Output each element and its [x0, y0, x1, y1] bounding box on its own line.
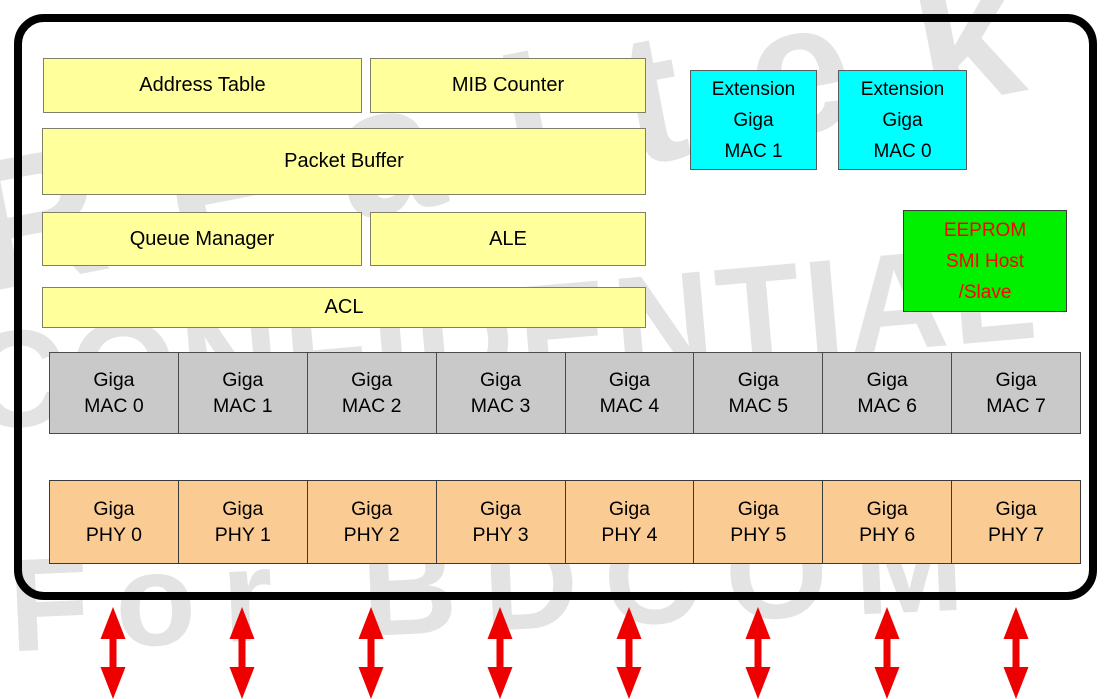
mac-cell-line: MAC 3: [470, 395, 531, 417]
acl-block: ACL: [42, 287, 646, 328]
phy-cell-line: PHY 3: [472, 524, 529, 546]
phy-cell-line: PHY 6: [859, 524, 916, 546]
mac-cell-line: MAC 4: [599, 395, 660, 417]
extension-giga-mac1-block: Extension Giga MAC 1: [690, 70, 817, 170]
mac-cell-line: Giga: [608, 369, 651, 391]
address-table-label: Address Table: [139, 74, 266, 96]
extension-giga-mac0-block: Extension Giga MAC 0: [838, 70, 967, 170]
mac-cell-line: MAC 2: [341, 395, 402, 417]
mac-cell-line: Giga: [737, 369, 779, 391]
phy-cell-line: PHY 4: [601, 524, 658, 546]
extension-mac1-line: MAC 1: [724, 140, 783, 162]
mac-cell-line: Giga: [222, 369, 264, 391]
bidirectional-arrow-icon: [745, 607, 771, 699]
bidirectional-arrow-icon: [616, 607, 642, 699]
phy-cell-line: Giga: [479, 498, 522, 520]
mac-cell-line: MAC 5: [728, 395, 789, 417]
phy-cell-line: PHY 0: [85, 524, 142, 546]
mac-cell-line: Giga: [479, 369, 522, 391]
address-table-block: Address Table: [43, 58, 362, 113]
extension-mac0-line: Giga: [882, 109, 923, 131]
packet-buffer-label: Packet Buffer: [284, 150, 404, 172]
bidirectional-arrow-icon: [358, 607, 384, 699]
bidirectional-arrow-icon: [229, 607, 255, 699]
queue-manager-label: Queue Manager: [129, 227, 275, 250]
phy-cell-line: PHY 7: [988, 524, 1045, 546]
phy-cell-line: Giga: [995, 498, 1037, 520]
eeprom-line: SMI Host: [945, 250, 1025, 272]
eeprom-line: EEPROM: [943, 219, 1027, 241]
phy-cell-line: Giga: [866, 498, 908, 520]
extension-mac1-line: Giga: [733, 109, 774, 131]
phy-cell-line: Giga: [737, 498, 779, 520]
phy-cell-line: PHY 5: [730, 524, 787, 546]
eeprom-smi-block: EEPROM SMI Host /Slave: [903, 210, 1067, 312]
phy-cell-line: PHY 2: [343, 524, 400, 546]
extension-mac0-line: Extension: [860, 78, 945, 100]
mac-cell-line: Giga: [995, 369, 1037, 391]
extension-mac0-line: MAC 0: [873, 140, 932, 162]
phy-cell-line: Giga: [222, 498, 264, 520]
mac-cell-line: MAC 1: [213, 395, 273, 417]
acl-label: ACL: [324, 296, 364, 318]
phy-cell-line: PHY 1: [214, 524, 271, 546]
mac-cell-line: Giga: [351, 369, 393, 391]
bidirectional-arrow-icon: [874, 607, 900, 699]
mac-cell-line: MAC 0: [84, 395, 144, 417]
packet-buffer-block: Packet Buffer: [42, 128, 646, 195]
phy-cell-line: Giga: [608, 498, 651, 520]
phy-cell-line: Giga: [351, 498, 393, 520]
chip-boundary-box: [14, 14, 1097, 600]
eeprom-line: /Slave: [958, 281, 1012, 303]
queue-manager-block: Queue Manager: [42, 212, 362, 266]
mib-counter-label: MIB Counter: [451, 74, 565, 96]
mac-cell-line: Giga: [866, 369, 908, 391]
ale-block: ALE: [370, 212, 646, 266]
bidirectional-arrow-icon: [487, 607, 513, 699]
mac-cell-line: MAC 7: [986, 395, 1046, 417]
phy-cell-line: Giga: [93, 498, 135, 520]
extension-mac1-line: Extension: [711, 78, 796, 100]
mib-counter-block: MIB Counter: [370, 58, 646, 113]
bidirectional-arrow-icon: [1003, 607, 1029, 699]
mac-cell-line: Giga: [93, 369, 135, 391]
bidirectional-arrow-icon: [100, 607, 126, 699]
ale-label: ALE: [489, 227, 527, 250]
mac-cell-line: MAC 6: [857, 395, 917, 417]
